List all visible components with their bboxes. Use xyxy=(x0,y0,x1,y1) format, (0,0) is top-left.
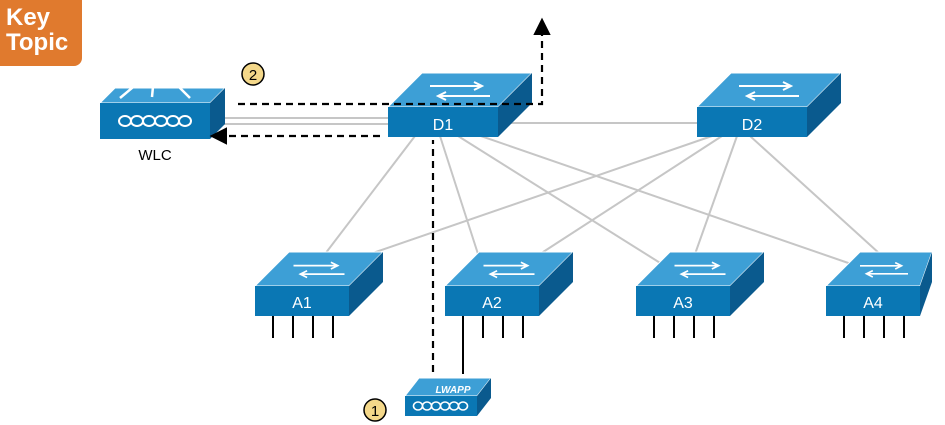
link-d1-a4 xyxy=(474,133,858,267)
key-topic-line2: Topic xyxy=(6,29,69,56)
link-d1-a1 xyxy=(324,135,416,255)
lwapp-label: LWAPP xyxy=(435,385,470,396)
wlc-radio-pattern-icon xyxy=(118,115,192,127)
switch-a4: A4 xyxy=(824,251,933,338)
wlc-device: WLC xyxy=(98,72,227,164)
a4-label: A4 xyxy=(863,295,883,312)
link-d1-a2 xyxy=(439,135,479,255)
link-d2-a4 xyxy=(749,135,881,255)
ap-radio-pattern-icon xyxy=(412,401,469,411)
switch-d1: D1 xyxy=(386,72,534,137)
step-marker-2: 2 xyxy=(241,62,265,86)
flow-paths xyxy=(209,17,551,372)
link-d2-a2 xyxy=(539,135,723,255)
flow-wlc-to-uplink xyxy=(238,17,551,106)
a3-ports xyxy=(653,316,715,338)
a1-label: A1 xyxy=(292,295,312,312)
a1-ports xyxy=(272,316,334,338)
d1-label: D1 xyxy=(433,117,454,134)
switch-a1: A1 xyxy=(253,251,385,338)
a2-ports xyxy=(462,316,524,338)
link-d2-a3 xyxy=(694,135,738,255)
link-d1-a3 xyxy=(457,135,666,267)
wireless-lan-controller-icon xyxy=(119,72,191,99)
switch-a2: A2 xyxy=(443,251,575,338)
step-2-number: 2 xyxy=(249,67,257,84)
d2-label: D2 xyxy=(742,117,763,134)
step-1-number: 1 xyxy=(371,403,379,420)
a3-label: A3 xyxy=(673,295,693,312)
a2-label: A2 xyxy=(482,295,502,312)
key-topic-badge: Key Topic xyxy=(0,0,82,66)
wlc-label: WLC xyxy=(138,147,172,164)
switch-d2: D2 xyxy=(695,72,843,137)
key-topic-line1: Key xyxy=(6,4,51,31)
a4-ports xyxy=(843,316,905,338)
step-marker-1: 1 xyxy=(363,398,387,422)
link-d2-a1 xyxy=(369,135,713,255)
links xyxy=(205,117,881,267)
lightweight-ap: LWAPP xyxy=(403,377,493,416)
switch-a3: A3 xyxy=(634,251,766,338)
